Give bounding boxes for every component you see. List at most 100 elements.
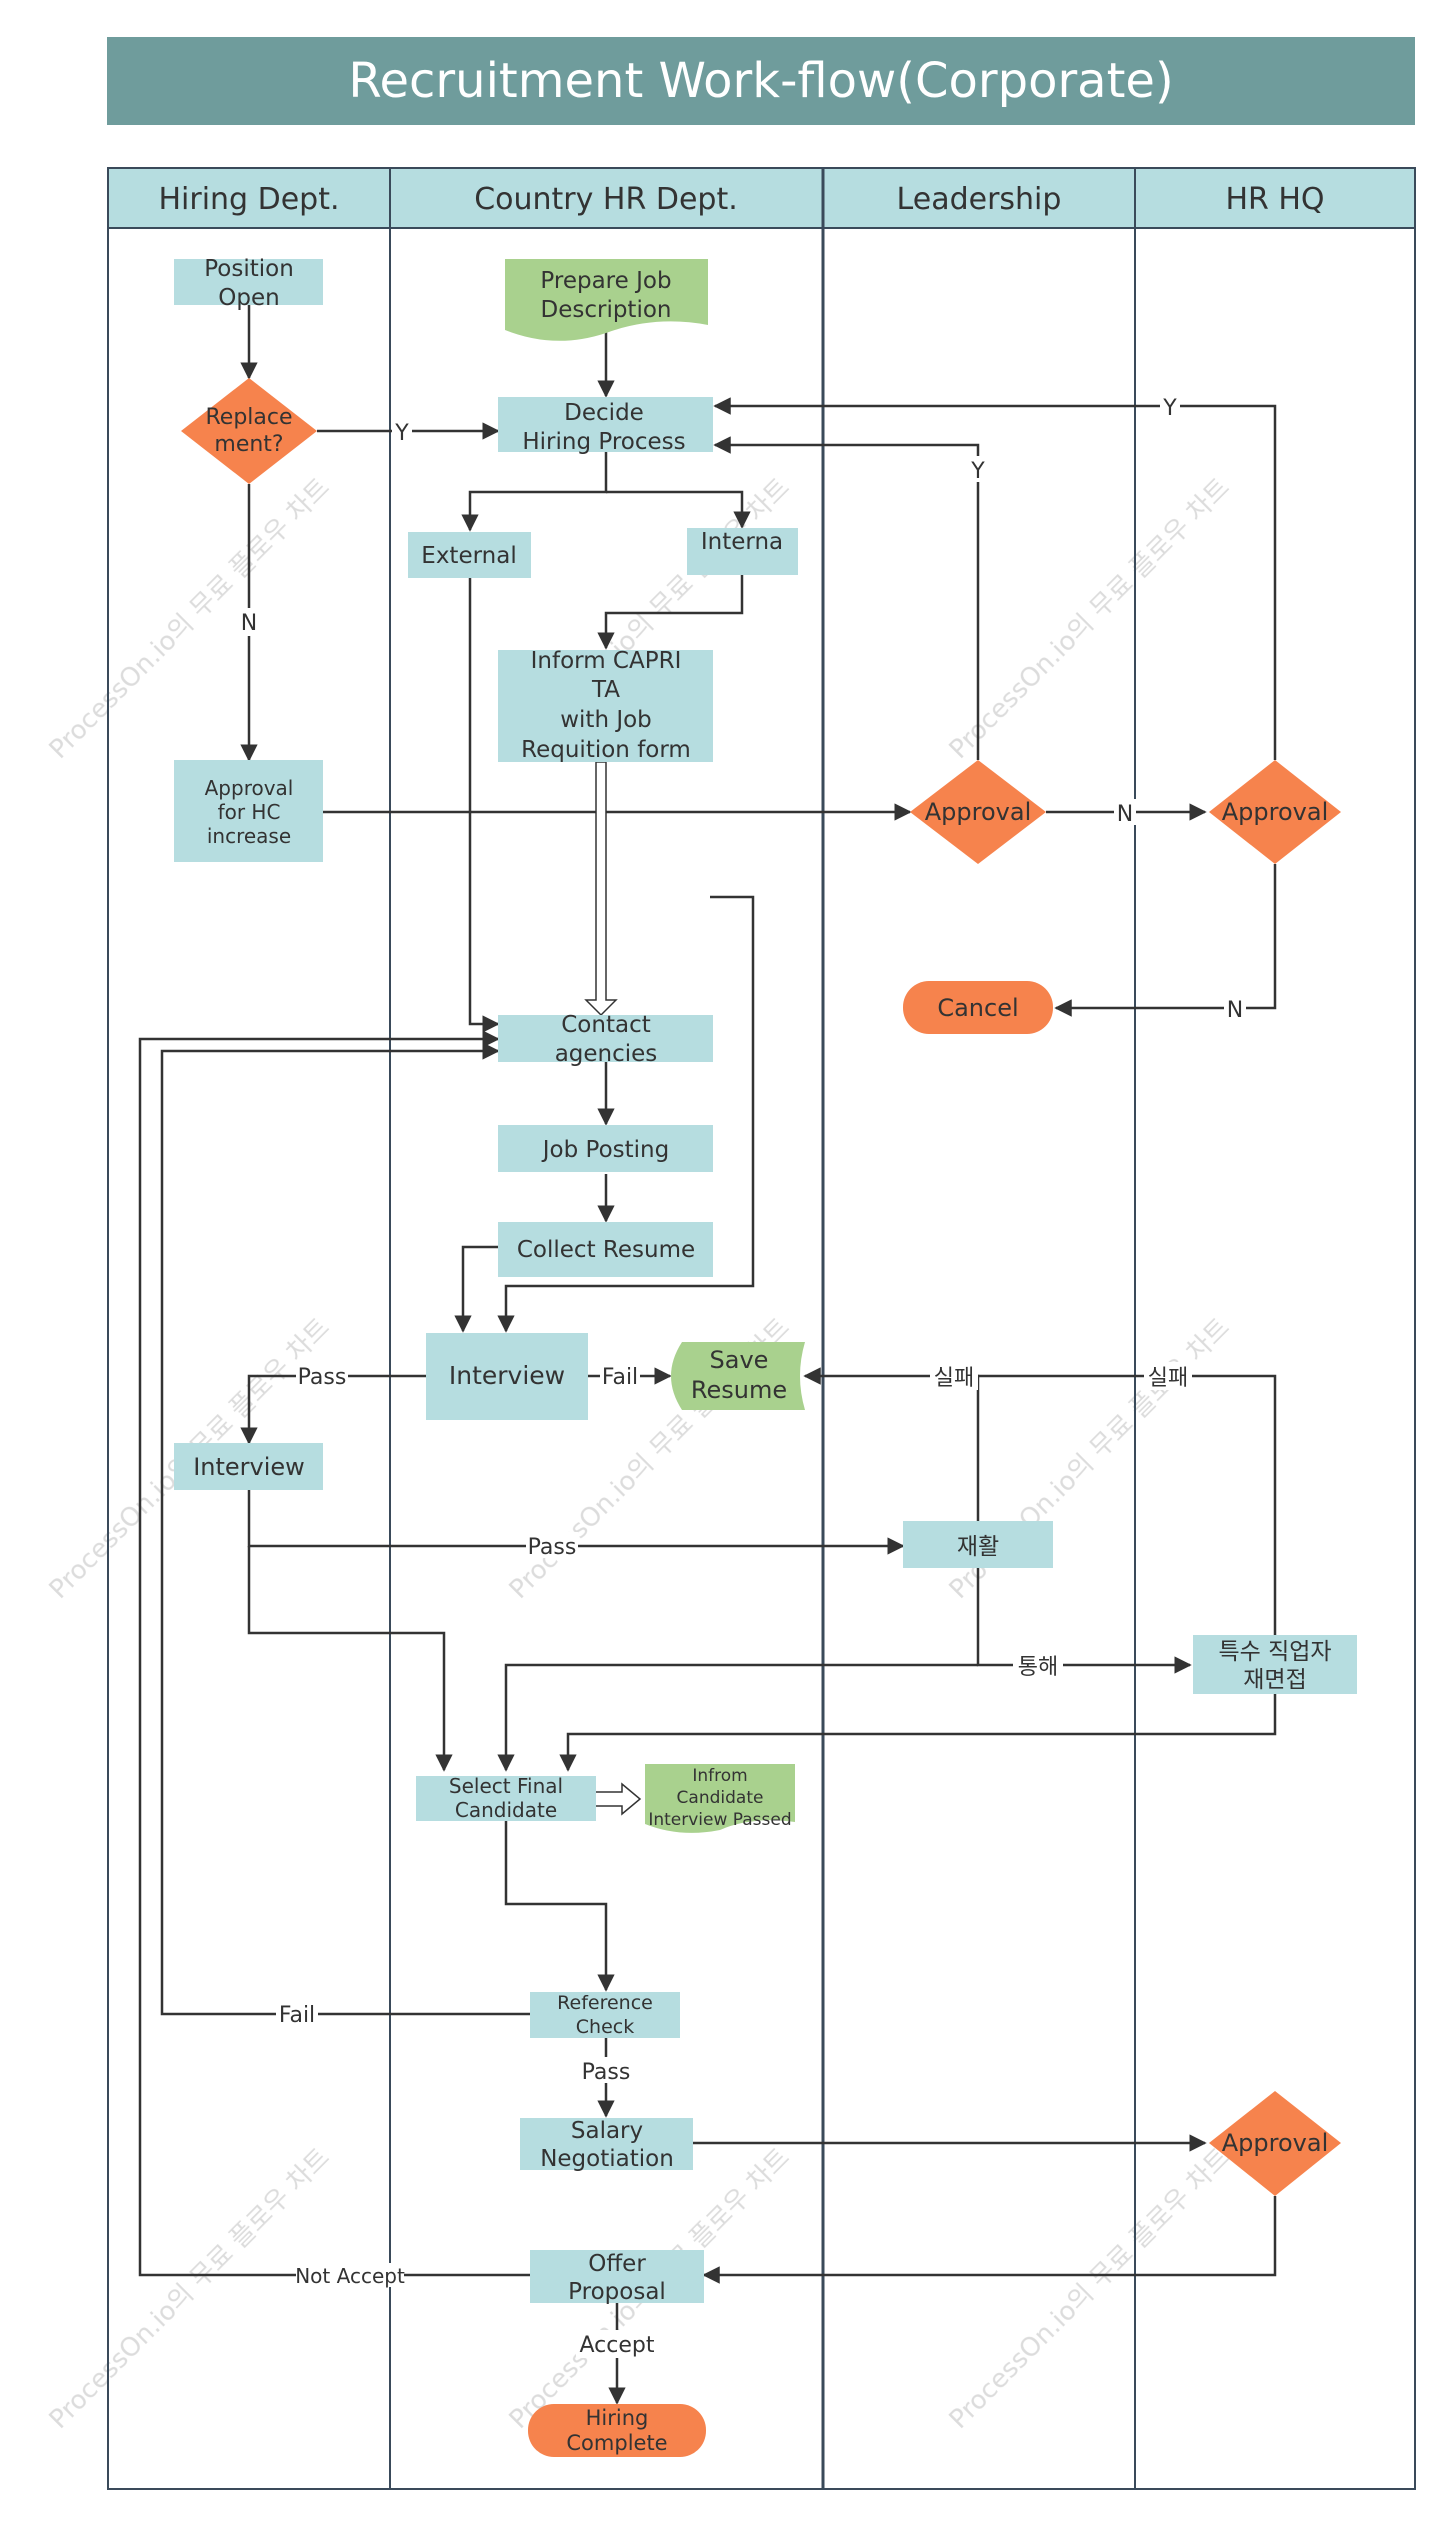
edge-label-no: N: [1227, 998, 1243, 1023]
edge-label-yes: Y: [394, 421, 409, 446]
node-label: ment?: [214, 432, 283, 457]
position-open-node[interactable]: Position Open: [174, 256, 323, 311]
edge-label-accept: Accept: [580, 2333, 655, 2358]
lane-header-country-hr: Country HR Dept.: [474, 182, 738, 217]
node-label: Interview Passed: [648, 1810, 791, 1830]
inform-capri-node[interactable]: Inform CAPRI TA with Job Requition form: [498, 648, 713, 763]
offer-proposal-node[interactable]: Offer Proposal: [530, 2250, 704, 2305]
edge-interview-pass: [240, 1374, 426, 1445]
node-label: Approval: [1222, 798, 1329, 826]
cancel-terminal[interactable]: Cancel: [903, 981, 1053, 1034]
hollow-arrow-select-to-inform: [594, 1782, 642, 1816]
edge-label-pass: Pass: [528, 1535, 577, 1560]
node-label: 재활: [957, 1534, 999, 1560]
node-label: Description: [541, 297, 672, 323]
edge-collect-to-interview: [454, 1245, 498, 1333]
node-label: for HC: [218, 800, 281, 824]
node-label: Inform CAPRI: [531, 648, 682, 674]
interna-node[interactable]: Interna: [687, 528, 798, 575]
reference-check-node[interactable]: Reference Check: [530, 1992, 680, 2038]
collect-resume-node[interactable]: Collect Resume: [498, 1222, 713, 1277]
node-label: increase: [207, 824, 291, 848]
approval-leadership-decision[interactable]: Approval: [910, 760, 1046, 864]
node-label: External: [421, 543, 516, 569]
interview-hiring-node[interactable]: Interview: [174, 1443, 323, 1490]
nodes: Position Open Replace ment? Approval for…: [174, 256, 1357, 2457]
node-label: Save: [710, 1346, 769, 1374]
node-label: Select Final: [449, 1774, 563, 1798]
approval-hq-decision[interactable]: Approval: [1209, 760, 1341, 864]
edge-label-pass: Pass: [582, 2060, 631, 2085]
node-label: Candidate: [455, 1798, 557, 1822]
node-label: Hiring Process: [522, 429, 685, 455]
edge-external-to-contact: [468, 578, 500, 1033]
inform-candidate-document[interactable]: Infrom Candidate Interview Passed: [645, 1764, 795, 1833]
edge-label-not-accept: Not Accept: [295, 2264, 405, 2288]
edge-label-no: N: [241, 611, 257, 636]
node-label: Reference: [557, 1992, 653, 2014]
edge-label-pass: Pass: [298, 1365, 347, 1390]
node-label: Contact: [561, 1012, 650, 1038]
edge-label-fail: 실패: [1148, 1366, 1188, 1391]
edge-special-to-select: [559, 1694, 1277, 1772]
edge-decide-to-interna: [606, 490, 751, 529]
save-resume-document[interactable]: Save Resume: [671, 1342, 805, 1410]
diagram-title: Recruitment Work-flow(Corporate): [348, 53, 1173, 109]
edge-label-pass: 통해: [1018, 1655, 1058, 1680]
node-label: Interna: [701, 529, 783, 555]
edge-special-fail: [978, 1374, 1277, 1635]
node-label: Job Posting: [541, 1137, 669, 1163]
interview-hr-node[interactable]: Interview: [426, 1333, 588, 1420]
node-label: Open: [218, 285, 279, 311]
node-label: Resume: [691, 1376, 787, 1404]
replacement-decision[interactable]: Replace ment?: [181, 378, 317, 484]
approval-salary-decision[interactable]: Approval: [1209, 2091, 1341, 2196]
node-label: Offer: [588, 2251, 646, 2277]
node-label: agencies: [555, 1041, 658, 1067]
reactivate-node[interactable]: 재활: [903, 1521, 1053, 1568]
contact-agencies-node[interactable]: Contact agencies: [498, 1012, 713, 1067]
watermark: ProcessOn.io의 무료 플로우 차트: [44, 473, 336, 765]
job-posting-node[interactable]: Job Posting: [498, 1125, 713, 1172]
title-bar: [107, 37, 1415, 125]
node-label: Salary: [571, 2118, 643, 2144]
node-label: Approval: [925, 798, 1032, 826]
edge-hq-no: [1054, 864, 1277, 1017]
prepare-jd-document[interactable]: Prepare Job Description: [505, 259, 708, 341]
select-final-node[interactable]: Select Final Candidate: [416, 1774, 596, 1822]
node-label: Negotiation: [540, 2146, 674, 2172]
approval-hc-node[interactable]: Approval for HC increase: [174, 760, 323, 862]
edge-interview2-to-select: [247, 1546, 453, 1772]
edge-leadership-yes: [713, 436, 980, 760]
external-node[interactable]: External: [408, 532, 531, 578]
node-label: Replace: [205, 405, 292, 430]
lane-header-leadership: Leadership: [897, 182, 1062, 217]
node-label: Infrom: [692, 1766, 747, 1786]
lane-header-hr-hq: HR HQ: [1225, 182, 1324, 217]
node-label: with Job: [560, 707, 652, 733]
edge-interna-to-inform: [597, 575, 744, 650]
edge-loop-to-interview: [497, 895, 755, 1333]
edge-hq-yes: [713, 397, 1277, 760]
edge-label-fail: 실패: [934, 1366, 974, 1391]
watermark: ProcessOn.io의 무료 플로우 차트: [944, 473, 1236, 765]
node-label: Check: [576, 2016, 634, 2038]
node-label: Collect Resume: [517, 1237, 695, 1263]
edge-approval-to-offer: [702, 2196, 1277, 2284]
lane-header-hiring: Hiring Dept.: [158, 182, 339, 217]
node-label: Interview: [449, 1361, 565, 1390]
salary-negotiation-node[interactable]: Salary Negotiation: [520, 2118, 693, 2172]
node-label: Prepare Job: [540, 268, 671, 294]
special-reinterview-node[interactable]: 특수 직업자 재면접: [1193, 1635, 1357, 1694]
node-label: Proposal: [568, 2279, 666, 2305]
node-label: TA: [591, 677, 620, 703]
edge-label-fail: Fail: [602, 1365, 638, 1390]
node-label: Interview: [193, 1453, 305, 1481]
hiring-complete-terminal[interactable]: Hiring Complete: [528, 2404, 706, 2457]
node-label: Position: [204, 256, 294, 282]
decide-hiring-node[interactable]: Decide Hiring Process: [498, 397, 713, 455]
edge-offer-not-accept: [138, 1030, 530, 2277]
node-label: Candidate: [677, 1788, 764, 1808]
lane-header-bar: [107, 167, 1416, 229]
